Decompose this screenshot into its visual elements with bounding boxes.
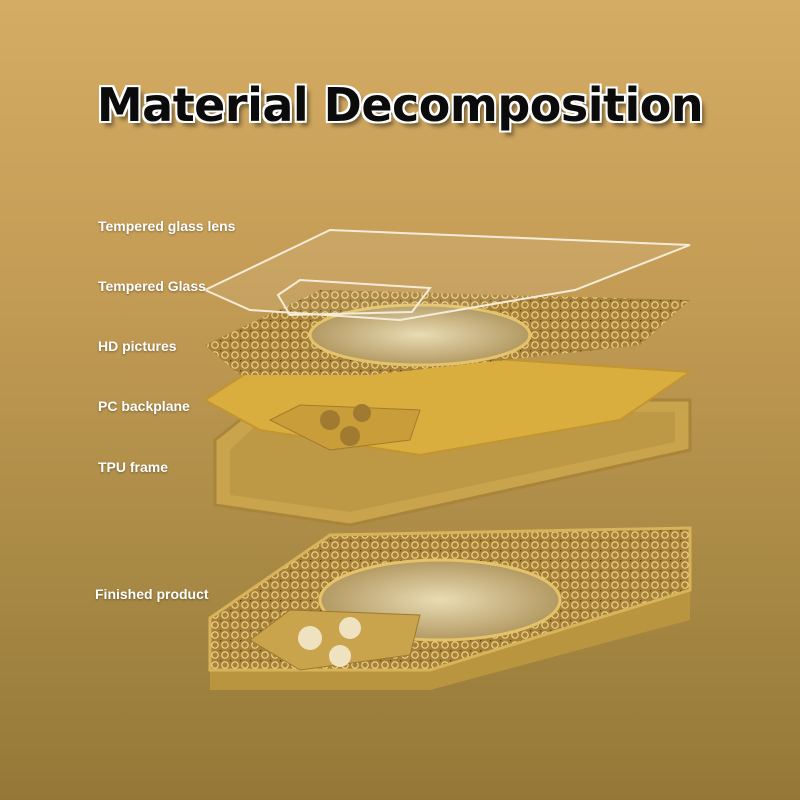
hd-picture-layer [205, 290, 690, 375]
page-title: Material Decomposition [96, 78, 704, 132]
finished-product [208, 526, 692, 690]
label-tempered-glass-lens: Tempered glass lens [98, 218, 236, 234]
label-hd-pictures: HD pictures [98, 338, 177, 354]
label-pc-backplane: PC backplane [98, 398, 190, 414]
label-tpu-frame: TPU frame [98, 459, 169, 475]
label-tempered-glass: Tempered Glass [98, 278, 206, 294]
tempered-glass-layer [202, 228, 691, 322]
label-finished-product: Finished product [95, 586, 209, 602]
